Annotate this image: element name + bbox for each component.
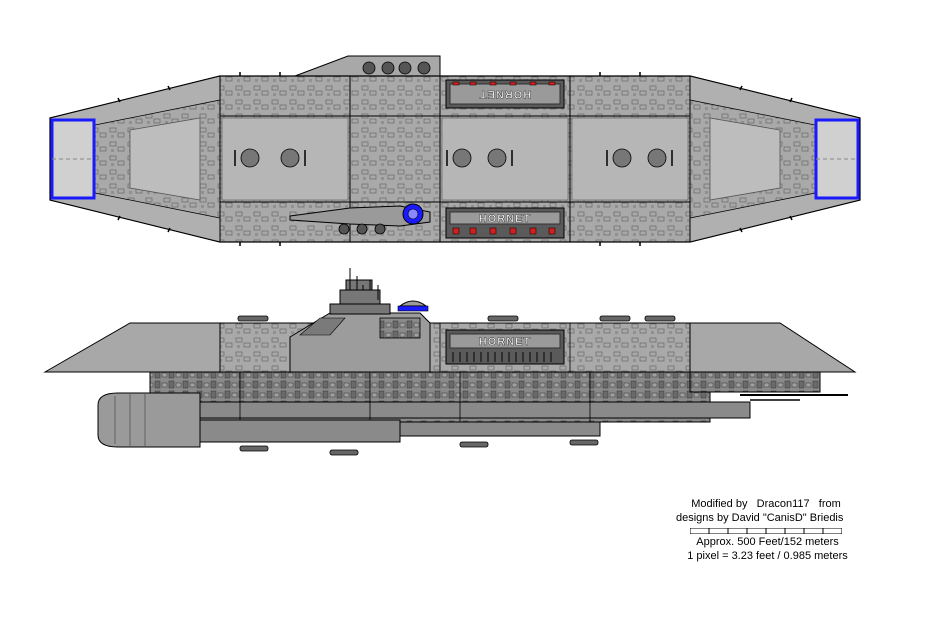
hull-name-side: HORNET — [479, 336, 531, 348]
designs-line: designs by David "CanisD" Briedis — [676, 512, 844, 524]
top-bridge-tower — [289, 205, 431, 227]
credit-line-1: Modified by Dracon117 from — [676, 497, 856, 511]
top-turrets — [362, 61, 431, 75]
hull-name-mirrored: HORNET — [479, 88, 531, 100]
side-top-turrets — [237, 315, 676, 322]
size-line: Approx. 500 Feet/152 meters — [696, 536, 839, 548]
modifier-name: Dracon117 — [756, 498, 810, 510]
side-antenna-mast — [329, 268, 391, 315]
top-view: HORNET HORNET — [49, 55, 861, 246]
scale-bar — [690, 528, 842, 534]
pixel-line: 1 pixel = 3.23 feet / 0.985 meters — [687, 550, 848, 562]
top-center-turrets — [240, 148, 667, 168]
side-upper-deck — [43, 322, 221, 373]
side-engine-pod — [97, 392, 201, 448]
modified-by-label: Modified by — [691, 498, 748, 510]
side-bottom-turrets — [239, 439, 599, 456]
hull-name-top: HORNET — [479, 213, 531, 225]
credit-block: Modified by Dracon117 from designs by Da… — [676, 497, 856, 525]
from-label: from — [818, 498, 841, 510]
side-view: HORNET — [43, 268, 857, 456]
